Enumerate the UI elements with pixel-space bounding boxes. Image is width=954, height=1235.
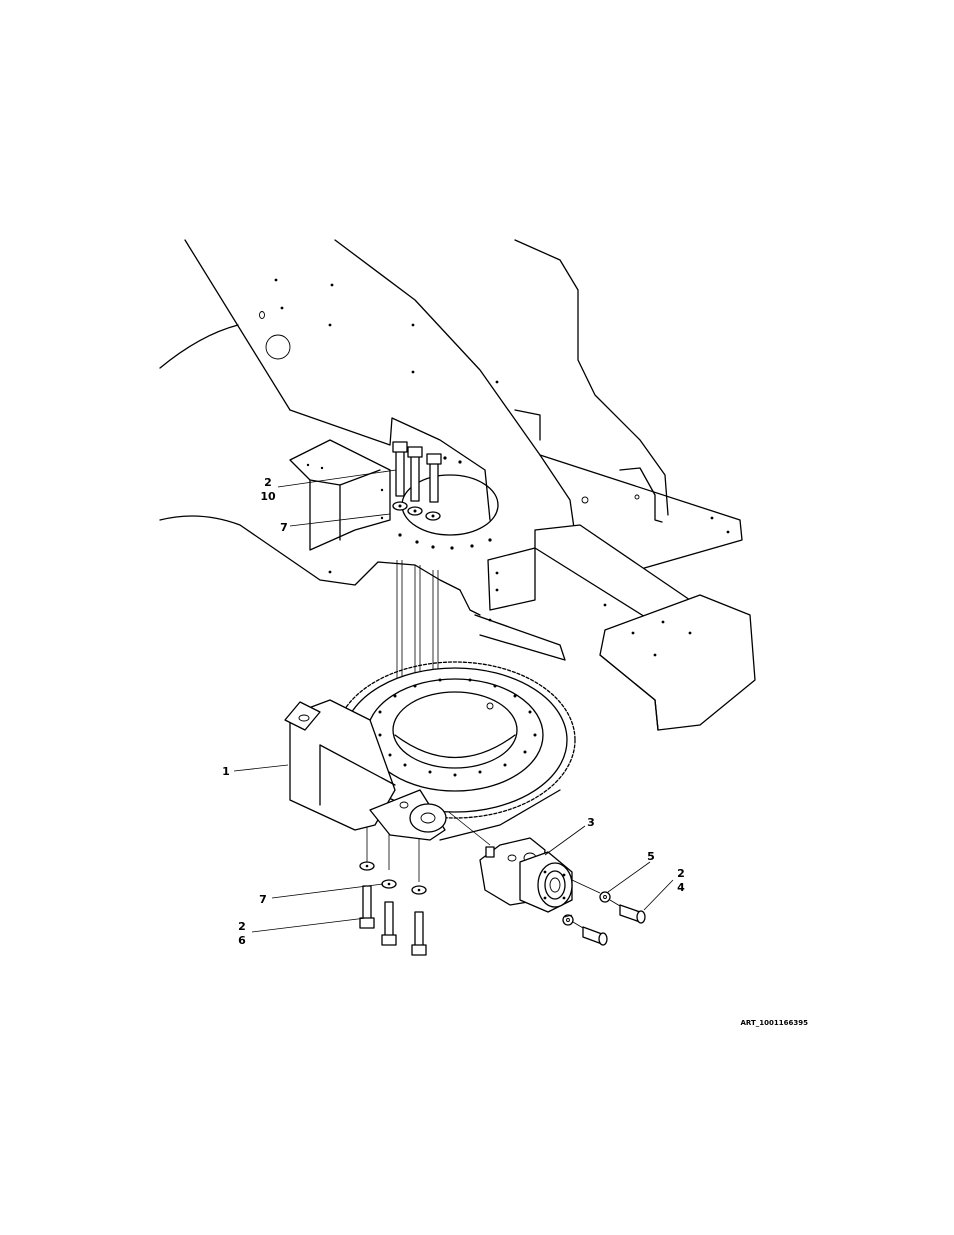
callout-3: 3 [587,816,595,829]
callout-6: 6 [238,934,246,947]
lower-bolts [360,862,426,955]
hydraulic-motor [480,838,572,912]
callout-2-lower: 2 [238,920,246,933]
callout-4: 4 [677,881,685,894]
chassis-frame [160,240,755,730]
motor-screws [563,880,645,945]
callout-2-upper: 2 [264,476,272,489]
art-reference-number: ART_1001166395 [741,1019,809,1027]
upper-bolts [393,442,441,520]
callout-10: 10 [260,490,276,503]
callout-7-upper: 7 [280,521,288,534]
callout-5: 5 [647,850,655,863]
callout-2-right: 2 [677,867,685,880]
callout-1: 1 [222,765,230,778]
callout-7-lower: 7 [259,893,267,906]
